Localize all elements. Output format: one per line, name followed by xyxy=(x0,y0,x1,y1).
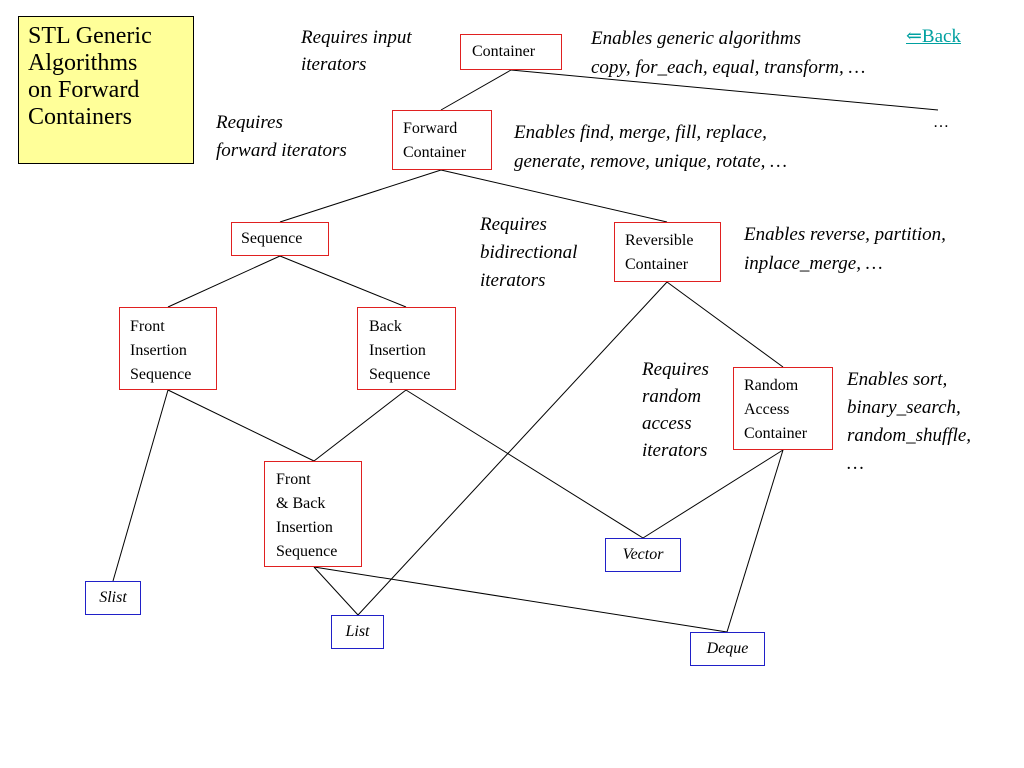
note-line: generate, remove, unique, rotate, … xyxy=(514,151,787,172)
node-label: Front xyxy=(276,471,311,488)
node-label: Sequence xyxy=(130,366,192,383)
note-requires-bidirectional-iterators: Requires bidirectional iterators xyxy=(480,211,577,295)
edge-sequence-front xyxy=(167,255,281,308)
node-container: Container xyxy=(460,34,562,70)
title-line: STL Generic xyxy=(28,23,152,49)
ellipsis-more: … xyxy=(933,114,949,131)
note-line: random_shuffle, xyxy=(847,425,972,446)
note-requires-forward-iterators: Requires forward iterators xyxy=(216,109,347,165)
node-forward-container: Forward Container xyxy=(392,110,492,170)
note-line: Enables reverse, partition, xyxy=(744,224,946,245)
edge-reversible-random xyxy=(666,281,784,368)
note-line: Requires input xyxy=(301,27,412,48)
edge-reversible-list xyxy=(357,281,668,616)
edge-frontback-list xyxy=(313,566,359,616)
edge-sequence-back xyxy=(279,255,407,308)
edge-container-forward xyxy=(440,69,512,111)
node-reversible-container: Reversible Container xyxy=(614,222,721,282)
note-line: inplace_merge, … xyxy=(744,253,883,274)
node-label: Forward xyxy=(403,120,458,137)
note-line: Enables generic algorithms xyxy=(591,28,802,49)
edge-back-frontback xyxy=(313,389,407,462)
node-label: Container xyxy=(744,425,808,442)
node-deque: Deque xyxy=(690,632,765,666)
note-requires-random-access-iterators: Requires random access iterators xyxy=(642,356,709,464)
title-box: STL Generic Algorithms on Forward Contai… xyxy=(18,16,194,164)
note-line: Requires xyxy=(480,214,547,235)
node-label: Back xyxy=(369,318,402,335)
node-label: Container xyxy=(472,43,536,60)
edge-random-deque xyxy=(726,449,784,633)
note-line: Requires xyxy=(642,359,709,380)
note-line: Requires xyxy=(216,112,283,133)
node-label: Insertion xyxy=(369,342,426,359)
note-line: Enables find, merge, fill, replace, xyxy=(514,122,767,143)
node-back-insertion-sequence: Back Insertion Sequence xyxy=(357,307,456,390)
node-label: Access xyxy=(744,401,790,418)
node-label: Insertion xyxy=(130,342,187,359)
note-line: iterators xyxy=(480,270,546,291)
node-front-insertion-sequence: Front Insertion Sequence xyxy=(119,307,217,390)
note-line: … xyxy=(847,453,864,474)
note-line: Enables sort, xyxy=(847,369,948,390)
edge-back-vector xyxy=(405,389,644,539)
note-line: access xyxy=(642,413,692,434)
node-label: Deque xyxy=(706,640,749,657)
node-label: Sequence xyxy=(369,366,431,383)
note-line: random xyxy=(642,386,702,407)
title-line: on Forward xyxy=(28,77,140,103)
node-sequence: Sequence xyxy=(231,222,329,256)
note-enables-find-merge: Enables find, merge, fill, replace, gene… xyxy=(514,118,787,176)
note-enables-reverse-partition: Enables reverse, partition, inplace_merg… xyxy=(744,220,946,278)
edge-front-frontback xyxy=(167,389,315,462)
node-label: Insertion xyxy=(276,519,333,536)
title-line: Algorithms xyxy=(28,50,138,76)
note-line: bidirectional xyxy=(480,242,578,263)
note-enables-sort: Enables sort, binary_search, random_shuf… xyxy=(847,366,971,478)
node-label: Sequence xyxy=(241,230,303,247)
node-slist: Slist xyxy=(85,581,141,615)
node-label: Vector xyxy=(622,546,664,563)
node-label: Container xyxy=(403,144,467,161)
edge-random-vector xyxy=(642,449,784,539)
node-label: Random xyxy=(744,377,799,394)
note-line: iterators xyxy=(642,440,708,461)
node-list: List xyxy=(331,615,384,649)
note-line: binary_search, xyxy=(847,397,961,418)
note-line: copy, for_each, equal, transform, … xyxy=(591,57,866,78)
node-label: Container xyxy=(625,256,689,273)
edge-front-slist xyxy=(112,389,169,582)
edge-frontback-deque xyxy=(313,566,728,633)
edge-forward-sequence xyxy=(279,169,442,223)
edge-forward-reversible xyxy=(440,169,668,223)
node-label: Slist xyxy=(99,589,127,606)
back-link[interactable]: ⇐Back xyxy=(906,26,961,47)
node-label: List xyxy=(345,623,370,640)
edge-container-ellipsis xyxy=(510,69,939,111)
note-enables-generic-algorithms: Enables generic algorithms copy, for_eac… xyxy=(591,24,865,82)
note-requires-input-iterators: Requires input iterators xyxy=(301,24,412,78)
title-line: Containers xyxy=(28,104,132,130)
node-label: & Back xyxy=(276,495,326,512)
note-line: forward iterators xyxy=(216,140,347,161)
node-label: Front xyxy=(130,318,165,335)
node-vector: Vector xyxy=(605,538,681,572)
node-label: Reversible xyxy=(625,232,694,249)
node-random-access-container: Random Access Container xyxy=(733,367,833,450)
node-front-back-insertion-sequence: Front & Back Insertion Sequence xyxy=(264,461,362,567)
node-label: Sequence xyxy=(276,543,338,560)
note-line: iterators xyxy=(301,54,367,75)
